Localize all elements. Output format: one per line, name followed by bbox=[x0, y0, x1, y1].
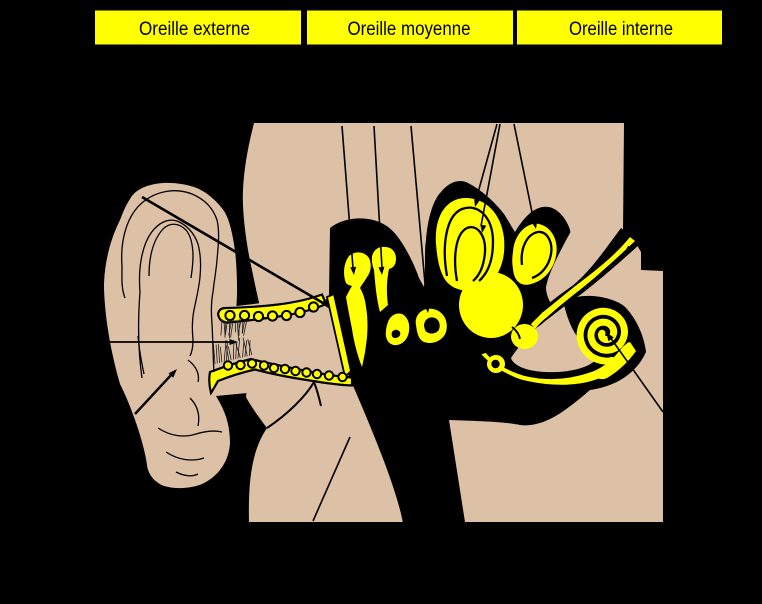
svg-text:Oreille externe: Oreille externe bbox=[139, 18, 250, 40]
svg-text:Oreille interne: Oreille interne bbox=[569, 18, 673, 40]
svg-text:Oreille moyenne: Oreille moyenne bbox=[348, 18, 471, 40]
